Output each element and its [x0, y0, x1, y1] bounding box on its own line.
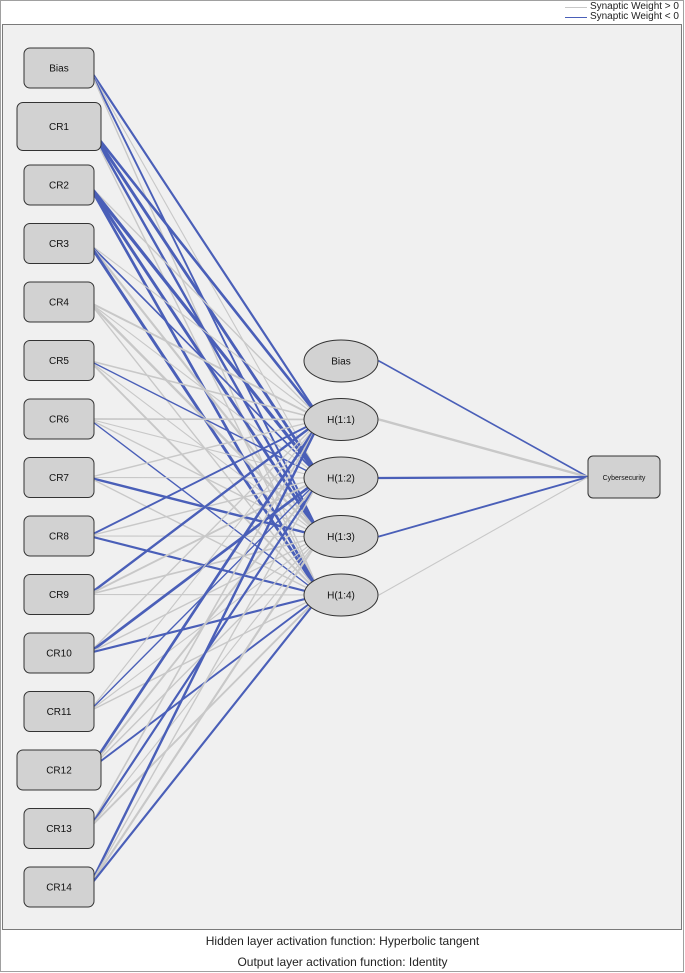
input-node-cr6: CR6: [23, 398, 95, 440]
input-node-box: [23, 398, 95, 440]
legend-positive-label: Synaptic Weight > 0: [589, 1, 679, 12]
input-node-box: [23, 515, 95, 557]
input-node-cr4: CR4: [23, 281, 95, 323]
hidden-node-h3: H(1:3): [303, 515, 379, 558]
connection-hidden3-output: [378, 476, 589, 538]
legend-positive-swatch: [564, 6, 587, 8]
input-node-box: [23, 223, 95, 264]
connection-cr9-h1: [87, 418, 323, 596]
input-node-box: [16, 749, 102, 791]
connection-cr4-h1: [88, 301, 322, 421]
connection-cr5-h1: [88, 359, 322, 421]
legend-negative-swatch: [564, 16, 587, 18]
output-node-box: [587, 455, 661, 499]
input-node-label: CR5: [49, 356, 69, 367]
connection-cr7-h1: [88, 418, 322, 479]
connection-hidden2-output: [377, 475, 590, 480]
input-node-bias: Bias: [23, 47, 95, 89]
connection-hidden1-output: [377, 418, 590, 479]
legend-negative-label: Synaptic Weight < 0: [589, 11, 679, 22]
hidden-node-h4: H(1:4): [303, 573, 379, 617]
connection-cr14-h2: [88, 477, 322, 888]
output-node-label: Cybersecurity: [603, 475, 646, 482]
input-node-label: CR11: [47, 707, 72, 718]
input-node-cr3: CR3: [23, 223, 95, 264]
input-node-box: [23, 340, 95, 381]
hidden-node-label: H(1:3): [327, 532, 355, 543]
hidden-node-ellipse: [303, 573, 379, 617]
input-node-label: Bias: [49, 64, 68, 75]
input-node-cr9: CR9: [23, 574, 95, 615]
input-node-label: CR1: [49, 122, 69, 133]
connection-cr8-h1: [88, 418, 322, 537]
input-node-cr10: CR10: [23, 632, 95, 674]
input-node-cr13: CR13: [23, 808, 95, 849]
hidden-node-label: Bias: [331, 357, 350, 368]
input-node-label: CR12: [46, 766, 72, 777]
hidden-activation-caption: Hidden layer activation function: Hyperb…: [205, 934, 480, 948]
input-node-label: CR3: [49, 239, 69, 250]
hidden-node-ellipse: [303, 456, 379, 500]
input-node-label: CR6: [49, 415, 69, 426]
connection-cr3-h1: [88, 242, 322, 421]
input-node-cr5: CR5: [23, 340, 95, 381]
network-nodes: BiasCR1CR2CR3CR4CR5CR6CR7CR8CR9CR10CR11C…: [16, 47, 661, 908]
legend-negative: Synaptic Weight < 0: [564, 11, 679, 22]
input-node-box: [23, 457, 95, 498]
legend: Synaptic Weight > 0 Synaptic Weight < 0: [564, 1, 679, 22]
output-node-cybersecurity: Cybersecurity: [587, 455, 661, 499]
input-node-label: CR8: [49, 532, 69, 543]
input-node-box: [23, 632, 95, 674]
hidden-node-ellipse: [303, 515, 379, 558]
hidden-node-label: H(1:2): [327, 474, 355, 485]
input-node-label: CR14: [46, 883, 72, 894]
connection-cr2-h1: [88, 184, 322, 421]
input-node-cr8: CR8: [23, 515, 95, 557]
hidden-node-ellipse: [303, 398, 379, 441]
connection-cr14-h1: [87, 418, 323, 889]
input-node-label: CR13: [46, 824, 72, 835]
connection-cr14-h3: [87, 535, 323, 889]
hidden-node-label: H(1:4): [327, 591, 355, 602]
input-node-cr2: CR2: [23, 164, 95, 206]
input-node-box: [23, 866, 95, 908]
connection-cr12-h1: [87, 418, 323, 772]
input-node-label: CR9: [49, 590, 69, 601]
connection-cr6-h1: [88, 418, 322, 421]
input-node-label: CR7: [49, 473, 69, 484]
input-node-cr11: CR11: [23, 691, 95, 732]
output-activation-caption: Output layer activation function: Identi…: [237, 955, 448, 969]
synaptic-connections: [87, 66, 590, 889]
connection-bias-h1: [87, 66, 323, 421]
connection-hidden4-output: [378, 476, 589, 596]
input-node-label: CR10: [46, 649, 72, 660]
input-node-box: [23, 574, 95, 615]
input-node-box: [23, 281, 95, 323]
connection-cr13-h1: [88, 418, 322, 830]
connection-cr10-h1: [88, 418, 322, 654]
hidden-node-label: H(1:1): [327, 415, 355, 426]
input-node-box: [23, 164, 95, 206]
hidden-node-ellipse: [303, 339, 379, 383]
input-node-cr12: CR12: [16, 749, 102, 791]
connection-cr14-h4: [87, 593, 323, 889]
input-node-cr7: CR7: [23, 457, 95, 498]
input-node-cr14: CR14: [23, 866, 95, 908]
legend-positive: Synaptic Weight > 0: [564, 1, 679, 12]
connection-cr11-h1: [88, 418, 322, 713]
hidden-node-bias: Bias: [303, 339, 379, 383]
input-node-box: [23, 808, 95, 849]
input-node-box: [23, 691, 95, 732]
connection-hidden0-output: [378, 360, 589, 478]
connection-cr1-h1: [87, 125, 323, 421]
input-node-box: [23, 47, 95, 89]
hidden-node-h1: H(1:1): [303, 398, 379, 441]
input-node-cr1: CR1: [16, 102, 102, 151]
hidden-node-h2: H(1:2): [303, 456, 379, 500]
input-node-label: CR2: [49, 181, 69, 192]
input-node-label: CR4: [49, 298, 69, 309]
input-node-box: [16, 102, 102, 151]
